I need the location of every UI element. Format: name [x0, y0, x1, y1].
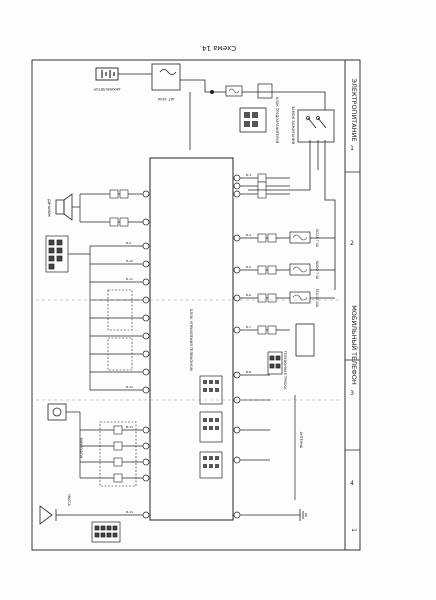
page-number: 1 — [350, 528, 357, 532]
inline-connector — [257, 173, 277, 335]
top-bus-wiring — [118, 73, 336, 290]
microphone-label: МИКРОФОН — [79, 438, 83, 459]
inline-connector — [109, 189, 129, 483]
connector-label: B-14 — [126, 510, 133, 514]
phone-ecu-box — [149, 157, 234, 521]
speaker-label: ДИНАМИК — [47, 199, 51, 218]
fusible-link-label: ALT 140A — [157, 97, 174, 101]
connector-diagram — [91, 521, 121, 543]
relay-block — [239, 107, 267, 133]
phone-ecu-label: БЛОК УПРАВЛЕНИЯ ТЕЛЕФОНОМ — [189, 309, 193, 371]
fuse-icon — [289, 263, 311, 276]
ignition-switch-box — [297, 109, 335, 143]
connector-label: B-10 — [126, 259, 133, 263]
fuse-icon — [289, 231, 311, 244]
column-number: 3 — [350, 390, 354, 397]
fuse-label: ECU-IG 10A — [315, 289, 319, 308]
fusible-link-icon — [159, 69, 177, 75]
column-number: 1 — [350, 145, 354, 152]
connector-label: B-6 — [246, 293, 251, 297]
handset-box — [295, 323, 315, 357]
connector-block — [257, 83, 273, 99]
handset-label: ТЕЛЕФОННАЯ ТРУБКА — [283, 350, 287, 390]
ground-icon — [270, 509, 307, 521]
microphone-icon — [47, 403, 67, 421]
section-title: ЭЛЕКТРОПИТАНИЕ — [350, 78, 358, 141]
ground-label: МАССА — [67, 494, 71, 506]
scheme-title: Схема 14. — [200, 44, 236, 52]
ground-icon — [39, 505, 66, 525]
ignition-switch-icon — [306, 116, 327, 129]
fuse-block-label: БЛОК ПРЕДОХРАНИТЕЛЕЙ — [275, 97, 280, 144]
connector-diagram — [267, 351, 283, 375]
column-number: 2 — [350, 240, 354, 247]
connector-diagram — [45, 235, 69, 273]
ecu-right-pins — [233, 174, 241, 519]
ignition-switch-label: ЗАМОК ЗАЖИГАНИЯ — [291, 106, 295, 145]
battery-label: АККУМУЛЯТОР — [94, 87, 121, 91]
splice-point — [210, 90, 214, 94]
fuse-label: ECU-B 7.5A — [315, 229, 319, 248]
section-dividers — [36, 299, 340, 401]
page-frame — [31, 59, 361, 551]
antenna-label: АНТЕННА — [299, 432, 303, 449]
left-wiring — [66, 193, 143, 516]
shield-boxes — [99, 289, 137, 487]
connector-label: B-13 — [126, 425, 133, 429]
battery-icon — [95, 67, 119, 81]
connector-label: B-7 — [246, 325, 251, 329]
connector-label: B-12 — [126, 385, 133, 389]
fuse-icon — [289, 291, 311, 304]
ecu-left-pins — [142, 190, 150, 519]
connector-label: B-4 — [246, 233, 251, 237]
subsystem-title: МОБИЛЬНЫЙ ТЕЛЕФОН — [350, 305, 359, 385]
fuse-icon — [225, 85, 243, 97]
connector-label: B-8 — [246, 370, 251, 374]
connector-pins — [203, 380, 219, 468]
fuse-label: RADIO 7.5A — [315, 261, 319, 280]
connector-label: B-5 — [246, 265, 251, 269]
fusible-link-box — [151, 63, 181, 91]
column-number: 4 — [350, 480, 354, 487]
speaker-icon — [55, 193, 73, 221]
connector-label: B-9 — [126, 241, 131, 245]
connector-label: B-3 — [246, 173, 251, 177]
connector-label: B-11 — [126, 277, 133, 281]
